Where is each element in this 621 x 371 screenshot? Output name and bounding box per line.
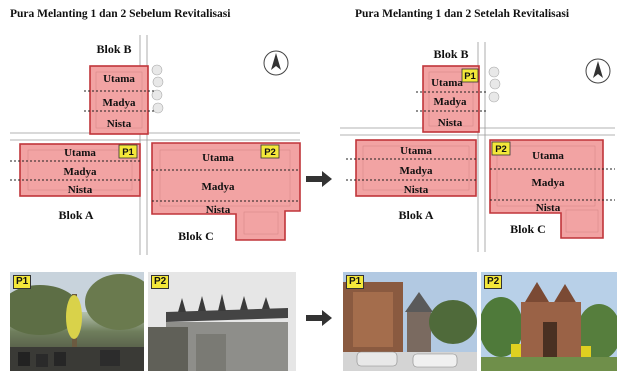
trees-before xyxy=(151,64,164,114)
label-block-c-after: Blok C xyxy=(510,222,546,236)
tag-p2-plan-before: P2 xyxy=(260,144,280,159)
photo-p1-before: P1 xyxy=(10,272,144,371)
roof-detail-before xyxy=(27,71,291,235)
title-after: Pura Melanting 1 dan 2 Setelah Revitalis… xyxy=(355,8,570,20)
block-c-after xyxy=(489,139,604,239)
label-block-c-before: Blok C xyxy=(178,229,214,243)
right-arrow-icon-photos xyxy=(306,310,332,326)
svg-text:P2: P2 xyxy=(495,144,507,155)
zone-utama-a-after: Utama xyxy=(400,145,432,157)
zone-utama-c-after: Utama xyxy=(532,150,564,162)
tag-p1-plan-before: P1 xyxy=(118,144,138,159)
zone-lines-after xyxy=(346,91,615,201)
zone-nista-a-after: Nista xyxy=(404,184,429,196)
right-arrow-icon xyxy=(306,171,332,187)
block-a-after xyxy=(355,139,477,197)
roof-detail-after xyxy=(362,71,599,233)
tag-p1-photo-before: P1 xyxy=(13,275,32,289)
title-before: Pura Melanting 1 dan 2 Sebelum Revitalis… xyxy=(10,8,231,20)
zone-nista-c-before: Nista xyxy=(206,204,231,216)
tag-p2-plan-after: P2 xyxy=(491,141,511,156)
zone-lines-before xyxy=(10,90,300,202)
zone-madya-c-after: Madya xyxy=(532,177,566,189)
label-block-a-after: Blok A xyxy=(398,208,433,222)
svg-text:P1: P1 xyxy=(122,147,134,158)
tag-p1-photo-after: P1 xyxy=(346,275,365,289)
photo-p2-after: P2 xyxy=(481,272,617,371)
plan-before: Utama Madya Nista Utama Madya Nista Utam… xyxy=(10,35,301,255)
label-block-b-after: Blok B xyxy=(433,47,468,61)
zone-madya-b-before: Madya xyxy=(103,97,137,109)
photo-p2-before: P2 xyxy=(148,272,296,371)
label-block-a-before: Blok A xyxy=(58,208,93,222)
tag-p2-photo-after: P2 xyxy=(484,275,503,289)
label-block-b-before: Blok B xyxy=(96,42,131,56)
zone-nista-a-before: Nista xyxy=(68,184,93,196)
zone-madya-a-before: Madya xyxy=(64,166,98,178)
block-c-before xyxy=(151,142,301,241)
zone-utama-c-before: Utama xyxy=(202,152,234,164)
north-arrow-icon-after xyxy=(585,58,611,84)
zone-utama-b-before: Utama xyxy=(103,73,135,85)
block-b-before xyxy=(89,65,149,135)
zone-nista-b-before: Nista xyxy=(107,118,132,130)
north-arrow-icon xyxy=(263,50,289,76)
zone-nista-c-after: Nista xyxy=(536,202,561,214)
svg-text:P1: P1 xyxy=(464,71,476,82)
trees-after xyxy=(488,66,501,103)
zone-utama-a-before: Utama xyxy=(64,147,96,159)
zone-utama-b-after: Utama xyxy=(431,77,463,89)
tag-p1-plan-after: P1 xyxy=(461,68,479,83)
photo-p1-after: P1 xyxy=(343,272,477,371)
zone-madya-a-after: Madya xyxy=(400,165,434,177)
zone-nista-b-after: Nista xyxy=(438,117,463,129)
zone-madya-b-after: Madya xyxy=(434,96,468,108)
tag-p2-photo-before: P2 xyxy=(151,275,170,289)
plan-after: Utama Madya Nista Utama Madya Nista Utam… xyxy=(340,42,615,252)
svg-text:P2: P2 xyxy=(264,147,276,158)
zone-madya-c-before: Madya xyxy=(202,181,236,193)
